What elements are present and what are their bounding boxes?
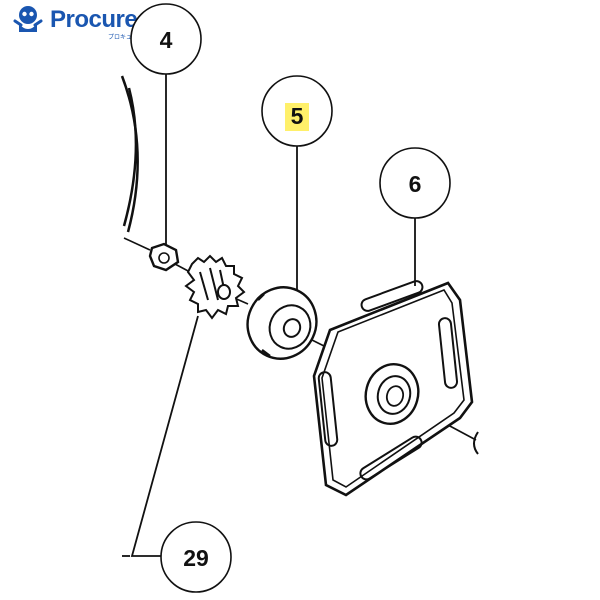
callout-4-label: 4 (160, 27, 173, 53)
bearing-part (246, 286, 318, 360)
leader-lines (122, 74, 416, 557)
callout-5: 5 (261, 75, 333, 147)
mounting-plate-part (312, 280, 474, 497)
callout-6: 6 (379, 147, 451, 219)
callout-29: 29 (160, 521, 232, 593)
callout-6-label: 6 (409, 171, 422, 197)
callout-5-label: 5 (291, 103, 304, 129)
housing-edge (120, 75, 139, 233)
pinion-gear-part (184, 254, 246, 320)
mascot-icon (13, 6, 43, 32)
callout-4: 4 (130, 3, 202, 75)
nut-part (148, 242, 180, 272)
callout-29-label: 29 (183, 545, 209, 571)
cut-edge (473, 431, 479, 455)
callout-5-highlight (285, 103, 309, 131)
